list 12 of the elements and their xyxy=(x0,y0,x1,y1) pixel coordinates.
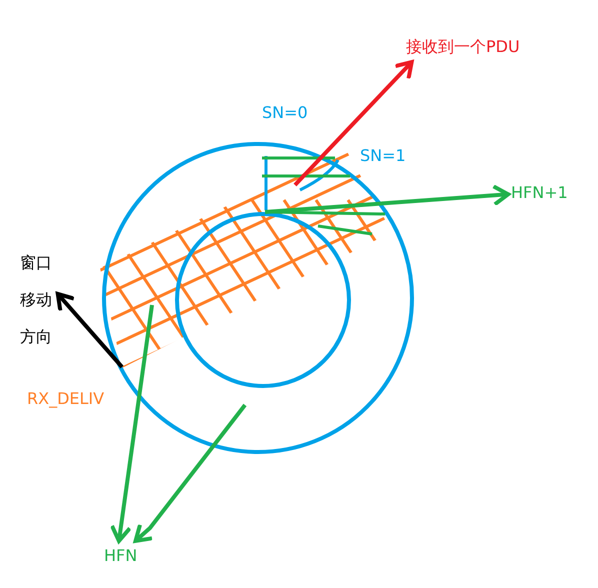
arrow xyxy=(134,404,247,543)
text-label: RX_DELIV xyxy=(27,388,104,410)
node-text: 窗口移动方向 xyxy=(20,244,56,355)
text-label: SN=0 xyxy=(262,102,308,124)
node-text: HFN+1 xyxy=(511,180,568,206)
arrow xyxy=(264,184,510,214)
arrow xyxy=(56,292,124,368)
node-text: 接收到一个PDU xyxy=(406,34,520,60)
node-text: HFN xyxy=(104,543,138,569)
text-label: SN=1 xyxy=(360,145,406,167)
arrow xyxy=(110,304,154,543)
arrow xyxy=(294,60,414,186)
